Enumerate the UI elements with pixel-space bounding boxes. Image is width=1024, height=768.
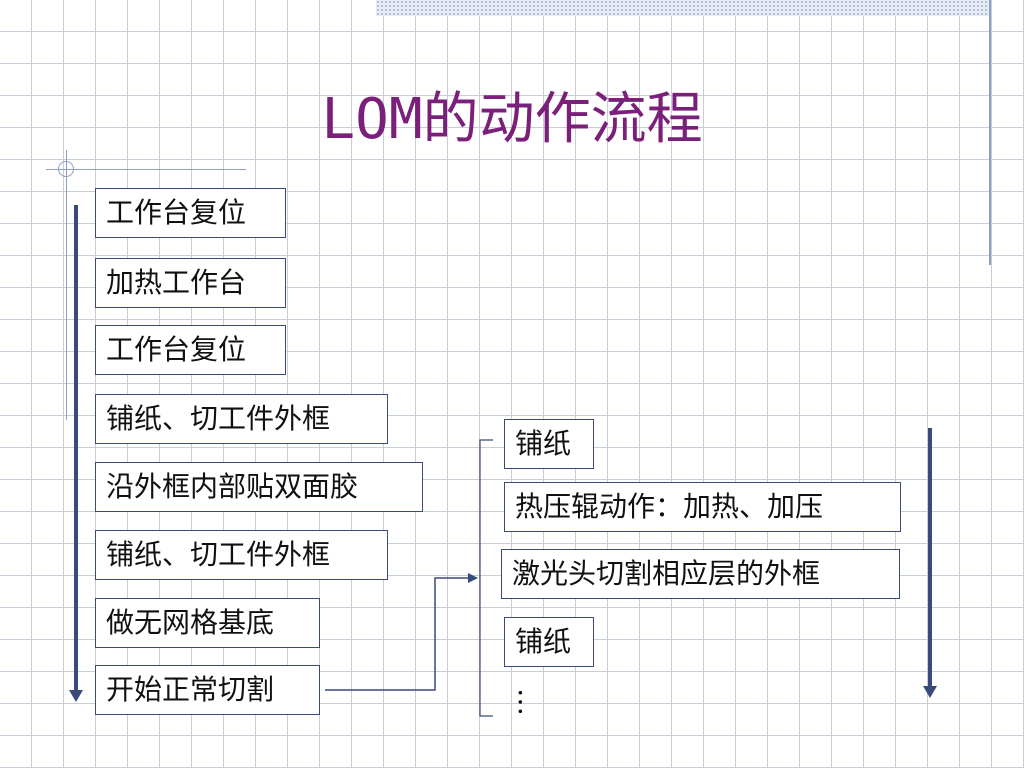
title-text: 的动作流程 — [422, 87, 703, 152]
left-decor-line — [66, 150, 67, 420]
left-step-2: 加热工作台 — [95, 258, 286, 308]
left-step-8: 开始正常切割 — [95, 665, 320, 715]
left-step-5: 沿外框内部贴双面胶 — [95, 462, 423, 512]
left-step-6: 铺纸、切工件外框 — [95, 530, 388, 580]
crosshair-decor-icon — [58, 161, 74, 177]
title-underline-decor — [46, 169, 246, 170]
left-step-1: 工作台复位 — [95, 188, 286, 238]
right-step-4: 铺纸 — [504, 617, 594, 667]
top-decor-bar — [376, 0, 990, 16]
right-flow-arrow — [923, 428, 937, 698]
title-prefix: LOM — [321, 87, 423, 152]
connector-arrow — [325, 577, 468, 691]
left-step-7: 做无网格基底 — [95, 598, 320, 648]
continuation-ellipsis: … — [512, 688, 545, 716]
right-step-1: 铺纸 — [504, 419, 594, 469]
right-step-3: 激光头切割相应层的外框 — [501, 549, 900, 599]
left-flow-arrow — [69, 205, 83, 702]
right-decor-line — [989, 0, 991, 265]
connector-arrowhead — [468, 573, 478, 583]
left-step-3: 工作台复位 — [95, 325, 286, 375]
slide-title: LOM的动作流程 — [0, 80, 1024, 160]
right-group-bracket — [479, 439, 493, 717]
left-step-4: 铺纸、切工件外框 — [95, 394, 388, 444]
right-step-2: 热压辊动作：加热、加压 — [504, 482, 901, 532]
